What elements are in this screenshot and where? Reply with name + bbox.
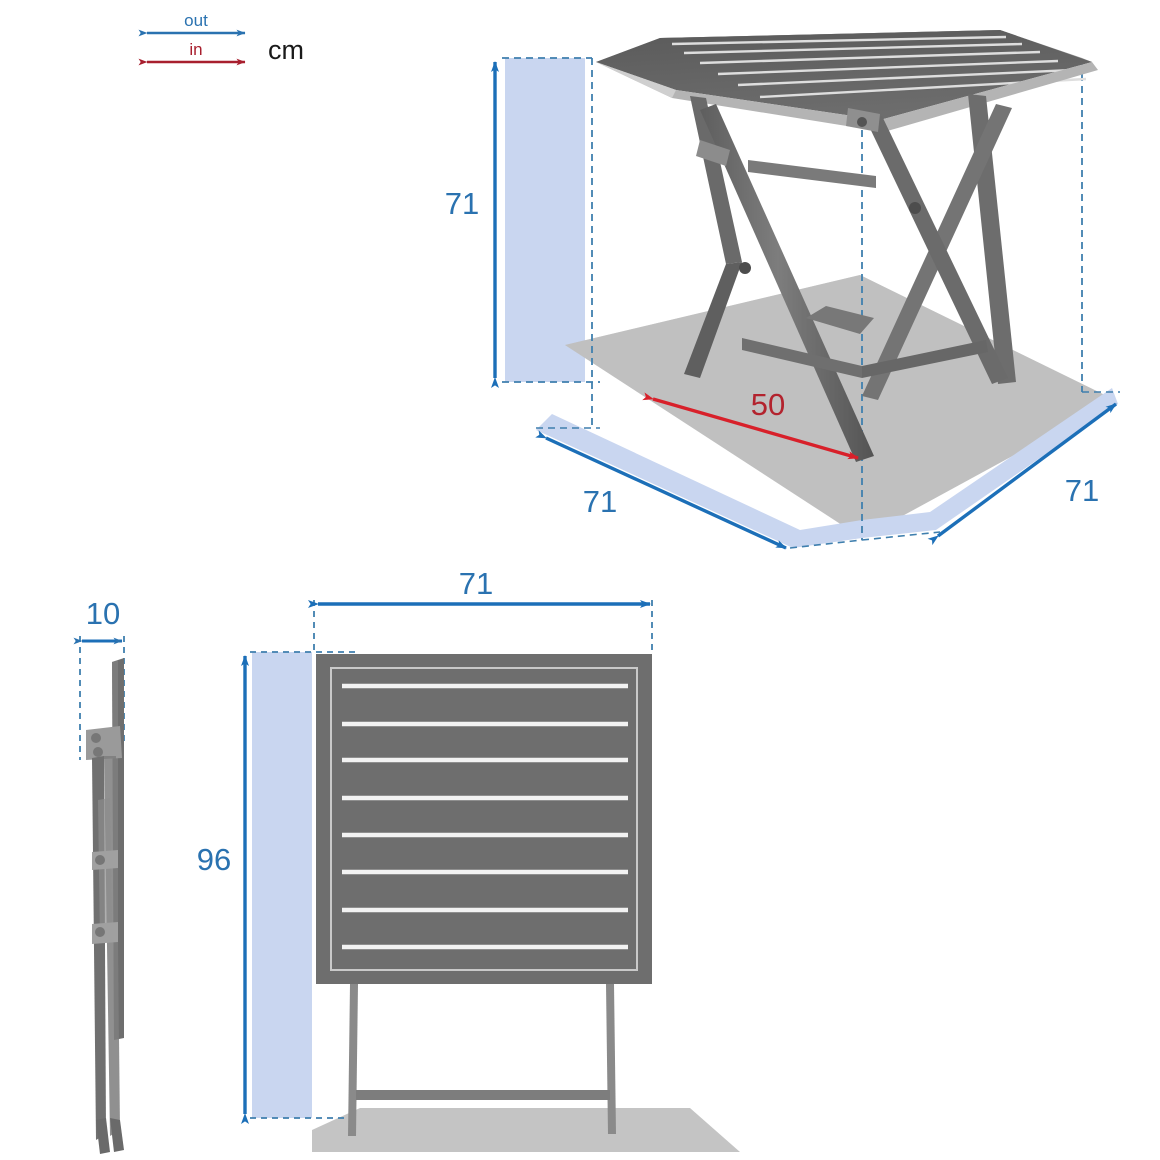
front-height-band [252,652,312,1118]
leg-diag-left [700,104,874,462]
dim-width-71-arrow [927,402,1118,546]
folded-side-view: 10 [73,596,125,1154]
front-view: 71 96 [197,566,740,1152]
front-table-top [316,654,652,984]
legend-in-label: in [189,40,202,59]
pivot-left [739,262,751,274]
folded-inner-bar [98,798,112,942]
dim-height-71: 71 [445,61,499,388]
front-panel [316,654,652,984]
legend-out-row: out [138,11,246,37]
unit-label: cm [268,35,304,65]
crossbar-upper [748,160,876,188]
dim-front-width-71-label: 71 [459,566,493,601]
folded-foot-a [96,1118,110,1154]
crossbar-lower [742,338,862,378]
legend: out in cm [138,11,304,66]
hinge-left [696,140,730,166]
hinge-bolt-4 [95,927,105,937]
leg-rl-lower [684,262,742,378]
dim-front-height-96: 96 [197,655,249,1124]
dim-depth-71: 71 [535,430,787,550]
dim-span-50-label: 50 [751,387,785,422]
top-corner-l [596,62,676,98]
front-leg-left [348,984,358,1136]
crossbar-lower-r [862,340,988,378]
hinge-bolt-3 [95,855,105,865]
crossbar-foot [806,306,874,334]
perspective-view: 71 50 71 71 [445,30,1120,550]
folded-foot-b [110,1118,124,1152]
folded-table-profile [86,658,124,1154]
front-panel-inner-border [330,667,638,971]
dim-span-50: 50 [642,387,859,460]
leg-rl-upper [690,96,742,264]
pivot-top [857,117,867,127]
dim-width-71-label: 71 [1065,473,1099,508]
front-crossbar [356,1090,610,1100]
dim-depth-71-arrow [535,430,787,550]
front-ground-shadow [312,1108,740,1152]
ext-bot-r [861,531,941,541]
ext-bot-l [789,539,863,549]
table-legs [684,94,1016,462]
front-legs [348,984,616,1136]
dim-folded-10-label: 10 [86,596,120,631]
dim-span-50-arrow [642,392,859,460]
dim-height-71-label: 71 [445,186,479,221]
legend-in-row: in [138,40,246,66]
table-top [596,30,1098,132]
legend-out-label: out [184,11,208,30]
folded-hinge-top [86,726,122,760]
height-band [505,58,585,382]
width-band-right [862,388,1118,538]
dim-front-width-71: 71 [308,566,651,608]
pivot-right [909,202,921,214]
hinge-bolt-1 [91,733,101,743]
dim-depth-71-label: 71 [583,484,617,519]
leg-x-right-2 [866,116,1008,384]
hinge-bolt-2 [93,747,103,757]
dim-width-71: 71 [927,402,1118,546]
dim-front-height-96-label: 96 [197,842,231,877]
front-slats [342,683,628,950]
